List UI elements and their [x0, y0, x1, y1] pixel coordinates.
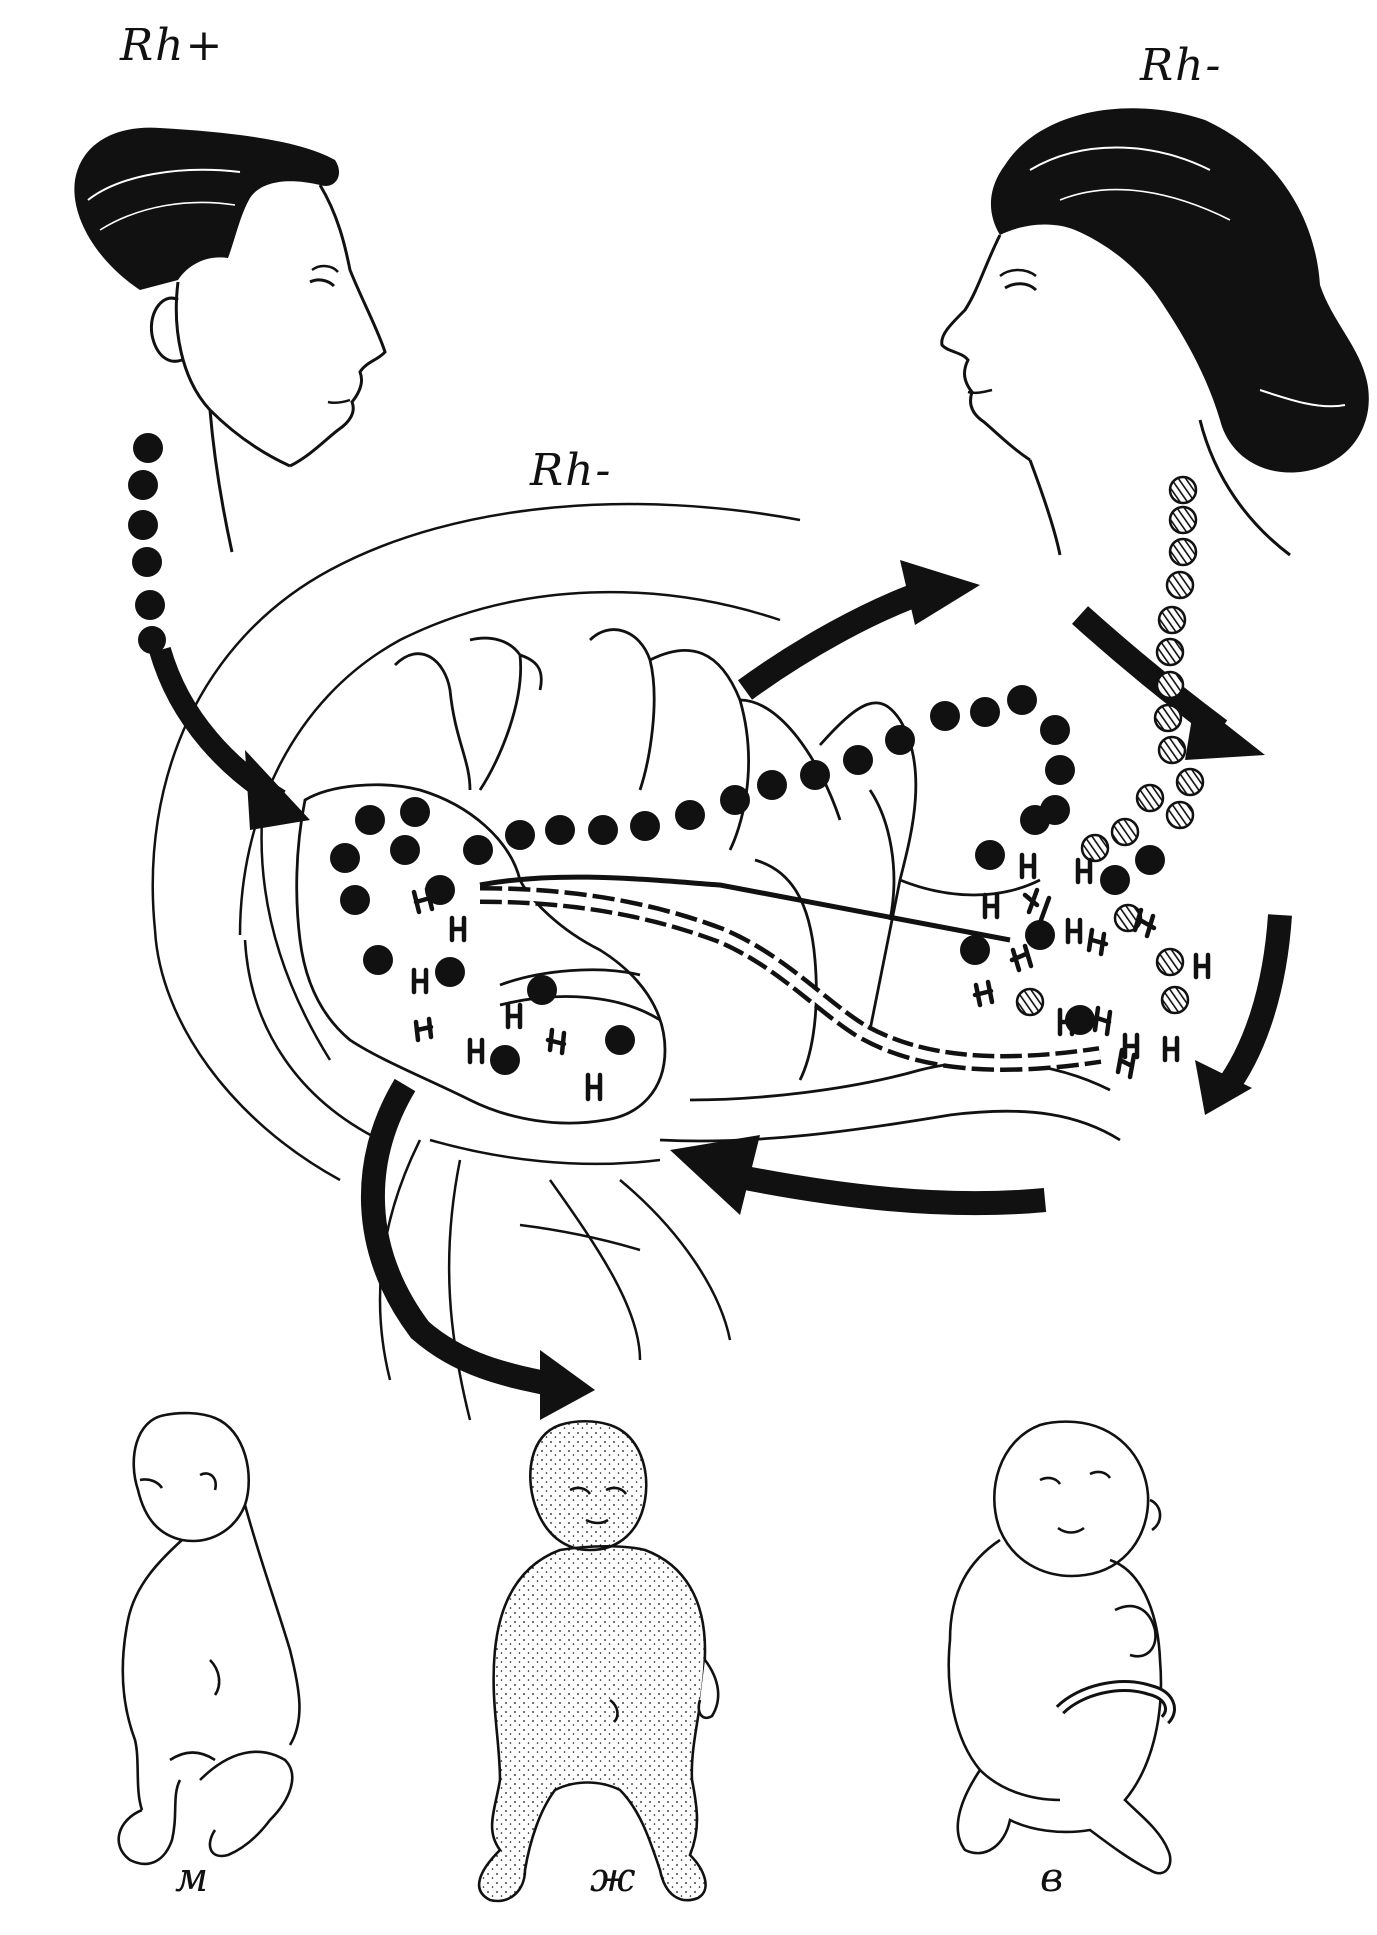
arrow-father-to-uterus: [149, 646, 310, 830]
father-head: [74, 127, 387, 553]
fetus-body-outline: [295, 783, 667, 1125]
father-face-profile: [289, 184, 387, 468]
father-ear: [149, 296, 183, 363]
uterus-outline: [151, 502, 801, 1421]
father-rh-label: Rh+: [120, 20, 225, 71]
infant-left: [117, 1411, 301, 1866]
infant-middle: [477, 1419, 720, 1903]
mother-head: [940, 108, 1369, 557]
father-jaw-neck: [174, 281, 291, 553]
rh-positive-cells: [128, 433, 1165, 1075]
arrow-antibodies-to-fetus: [670, 1135, 1047, 1216]
caption-infant-right: в: [1040, 1855, 1064, 1901]
caption-infant-middle: ж: [590, 1855, 636, 1901]
arrow-uterus-to-mother: [737, 560, 980, 700]
mother-neck: [1028, 419, 1291, 557]
caption-infant-left: м: [175, 1855, 209, 1901]
umbilical-cord-blood-path: [479, 874, 1011, 943]
placenta: [659, 701, 1121, 1143]
mother-rh-label: Rh-: [1140, 40, 1223, 91]
arrow-mother-down: [1071, 606, 1265, 760]
father-hair: [74, 127, 340, 290]
umbilical-cord: [479, 886, 1102, 1072]
mother-face-profile: [940, 234, 1031, 462]
arrow-right-down: [1195, 914, 1292, 1115]
fetus-rh-label: Rh-: [530, 445, 613, 496]
antibodies: [411, 852, 1211, 1102]
fetus: [295, 628, 842, 1125]
mother-hair: [990, 108, 1369, 473]
infant-right: [947, 1420, 1176, 1875]
arrow-to-infants: [360, 1078, 595, 1420]
rh-negative-cells: [1015, 475, 1205, 1017]
